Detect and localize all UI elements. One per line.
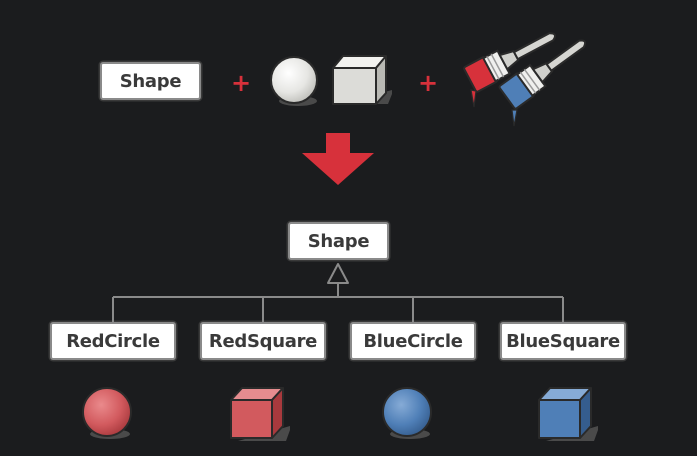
blue-sphere-icon [382,387,432,439]
red-sphere-icon [82,387,132,439]
shape-parent-box: Shape [288,222,389,260]
blue-square-class-box: BlueSquare [500,322,626,360]
cube-icon [332,55,392,105]
shape-class-box-top: Shape [100,62,201,100]
red-square-class-box: RedSquare [200,322,326,360]
blue-cube-icon [538,387,598,441]
plus-sign: + [418,69,439,97]
sphere-icon [270,56,318,106]
red-circle-class-box: RedCircle [50,322,176,360]
inheritance-connectors [112,283,564,322]
blue-circle-class-box: BlueCircle [350,322,476,360]
paintbrushes-icon [463,32,587,127]
inheritance-triangle-icon [327,263,349,284]
red-cube-icon [230,387,290,441]
plus-sign: + [231,69,252,97]
down-arrow-icon [302,133,374,185]
